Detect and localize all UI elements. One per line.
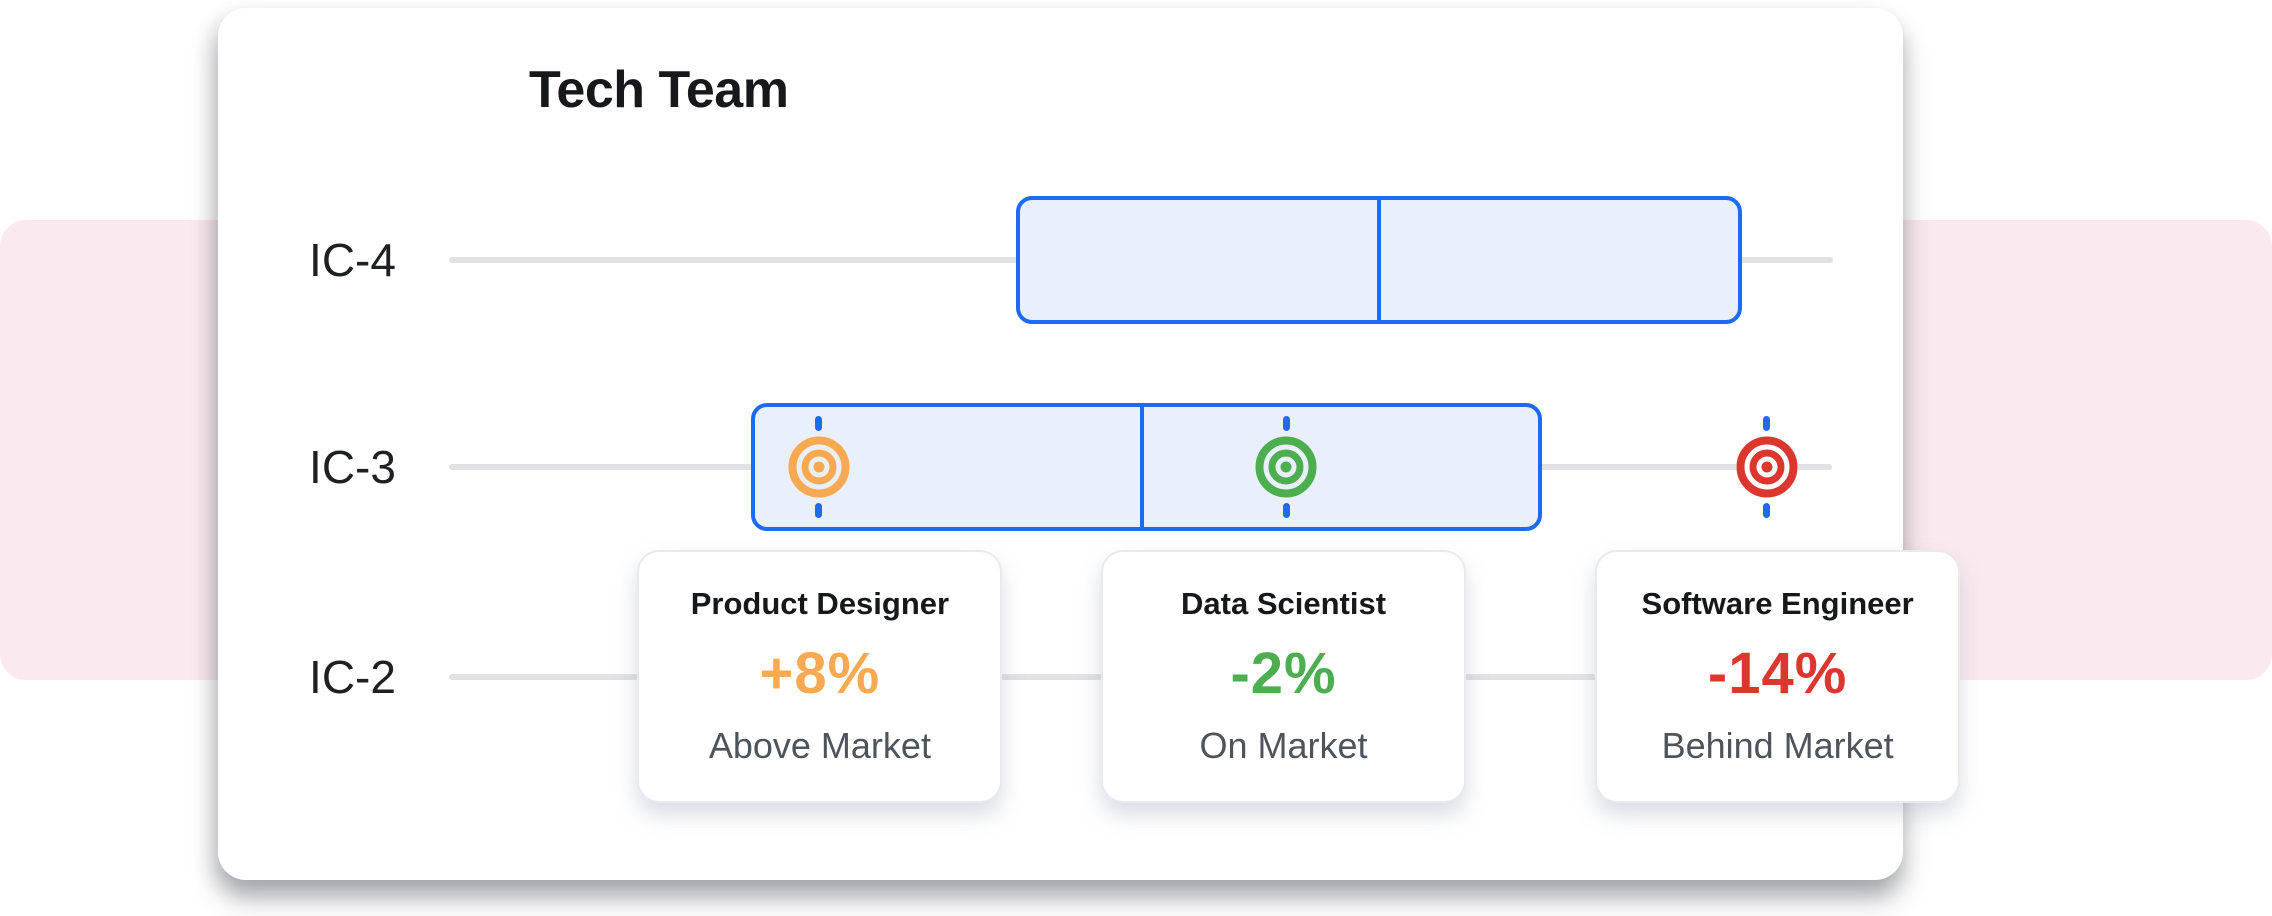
role-card-data-scientist: Data Scientist -2% On Market xyxy=(1101,550,1467,803)
role-card-software-engineer: Software Engineer -14% Behind Market xyxy=(1595,550,1961,803)
bullseye-marker-software-engineer[interactable] xyxy=(1735,416,1799,518)
card-role: Data Scientist xyxy=(1181,586,1387,621)
card-value: +8% xyxy=(759,641,881,706)
level-label-ic4: IC-4 xyxy=(309,234,396,286)
bullseye-icon xyxy=(1255,436,1317,498)
level-label-ic3: IC-3 xyxy=(309,441,396,493)
bullseye-marker-data-scientist[interactable] xyxy=(1254,416,1318,518)
card-status: Above Market xyxy=(708,725,931,766)
dash-bottom-icon xyxy=(815,503,823,518)
median-line-ic3 xyxy=(1140,407,1145,527)
role-card-product-designer: Product Designer +8% Above Market xyxy=(637,550,1003,803)
dash-bottom-icon xyxy=(1282,503,1290,518)
dash-bottom-icon xyxy=(1763,503,1771,518)
card-value: -14% xyxy=(1707,641,1848,706)
bullseye-icon xyxy=(788,436,850,498)
card-status: On Market xyxy=(1199,725,1368,766)
median-line-ic4 xyxy=(1377,200,1382,320)
card-role: Software Engineer xyxy=(1641,586,1914,621)
panel-title: Tech Team xyxy=(529,61,789,119)
dash-top-icon xyxy=(1282,416,1290,431)
bullseye-icon xyxy=(1735,436,1798,498)
salary-band-box-ic4[interactable] xyxy=(1016,196,1742,324)
card-role: Product Designer xyxy=(690,586,950,621)
level-label-ic2: IC-2 xyxy=(309,651,396,703)
card-value: -2% xyxy=(1230,641,1337,706)
dash-top-icon xyxy=(1763,416,1771,431)
salary-band-box-ic3[interactable] xyxy=(750,403,1543,531)
dash-top-icon xyxy=(815,416,823,431)
card-status: Behind Market xyxy=(1661,725,1894,766)
bullseye-marker-product-designer[interactable] xyxy=(787,416,851,518)
